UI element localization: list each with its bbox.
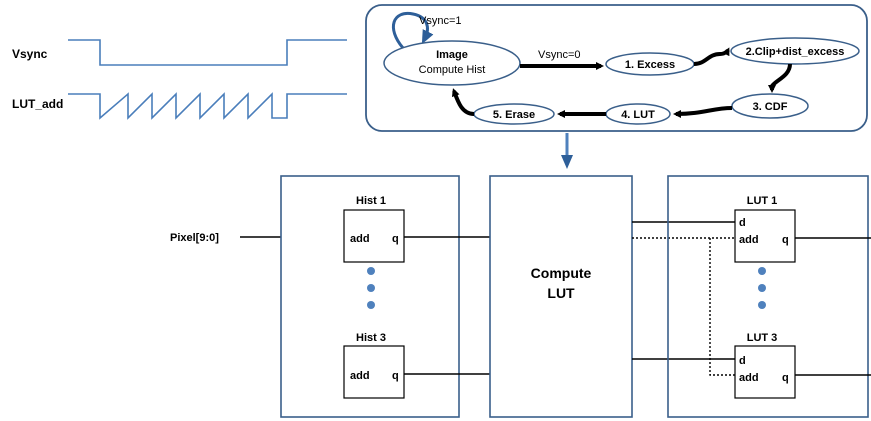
state-clip (730, 37, 860, 65)
arrow-excess-to-clip (693, 47, 730, 66)
lut-ellipsis-dot (758, 301, 766, 309)
hist-ellipsis-dot (367, 301, 375, 309)
lut-top-add-port: add (739, 234, 759, 246)
lut-bottom-q-port: q (782, 372, 789, 384)
lut-add-waveform (68, 92, 347, 120)
state-clip-label: 2.Clip+dist_excess (746, 46, 845, 58)
hist-ellipsis-dot (367, 267, 375, 275)
datapath: Pixel[9:0] Hist 1 add q Hist 3 add q Com… (170, 175, 871, 418)
compute-lut-box (489, 175, 633, 418)
lut-group-box (667, 175, 869, 418)
self-loop-label: Vsync=1 (419, 15, 462, 27)
lut-top-title: LUT 1 (747, 195, 778, 207)
lut-top-block (734, 209, 796, 263)
vsync-label: Vsync (12, 47, 48, 61)
hist-top-q-port: q (392, 233, 399, 245)
lut-bottom-title: LUT 3 (747, 332, 778, 344)
hist-bottom-title: Hist 3 (356, 332, 386, 344)
lut-ellipsis-dot (758, 284, 766, 292)
lut-add-branch-wire (709, 238, 735, 376)
pixel-label: Pixel[9:0] (170, 232, 219, 244)
lut-bottom-d-port: d (739, 355, 746, 367)
vsync-waveform (68, 39, 347, 66)
hist-bottom-add-port: add (350, 370, 370, 382)
hist-top-block (343, 209, 405, 263)
lut-bottom-add-port: add (739, 372, 759, 384)
fsm-panel: Vsync=1 Image Compute Hist 1. Excess 2.C… (365, 4, 868, 132)
lut-add-label: LUT_add (12, 97, 63, 111)
waveform-panel: Vsync LUT_add (12, 39, 347, 120)
state-excess-label: 1. Excess (625, 59, 675, 71)
state-erase-label: 5. Erase (493, 109, 535, 121)
self-loop-arrow (392, 11, 434, 49)
lut-ellipsis-dot (758, 267, 766, 275)
compute-lut-line1: Compute (531, 265, 592, 281)
arrow-cdf-to-lut (673, 106, 733, 118)
hist-ellipsis-dot (367, 284, 375, 292)
hist-bottom-q-port: q (392, 370, 399, 382)
state-image-line1: Image (436, 49, 468, 61)
transition-vsync0-label: Vsync=0 (538, 49, 581, 61)
lut-top-d-port: d (739, 217, 746, 229)
compute-lut-line2: LUT (547, 285, 575, 301)
hist-top-title: Hist 1 (356, 195, 386, 207)
lut-bottom-block (734, 345, 796, 399)
arrow-erase-to-image (451, 88, 475, 116)
hist-top-add-port: add (350, 233, 370, 245)
state-image-line2: Compute Hist (419, 64, 486, 76)
hist-bottom-block (343, 345, 405, 399)
arrow-clip-to-cdf (768, 63, 792, 93)
state-cdf-label: 3. CDF (753, 101, 788, 113)
state-image (383, 40, 521, 86)
state-lut-label: 4. LUT (621, 109, 655, 121)
lut-top-q-port: q (782, 234, 789, 246)
